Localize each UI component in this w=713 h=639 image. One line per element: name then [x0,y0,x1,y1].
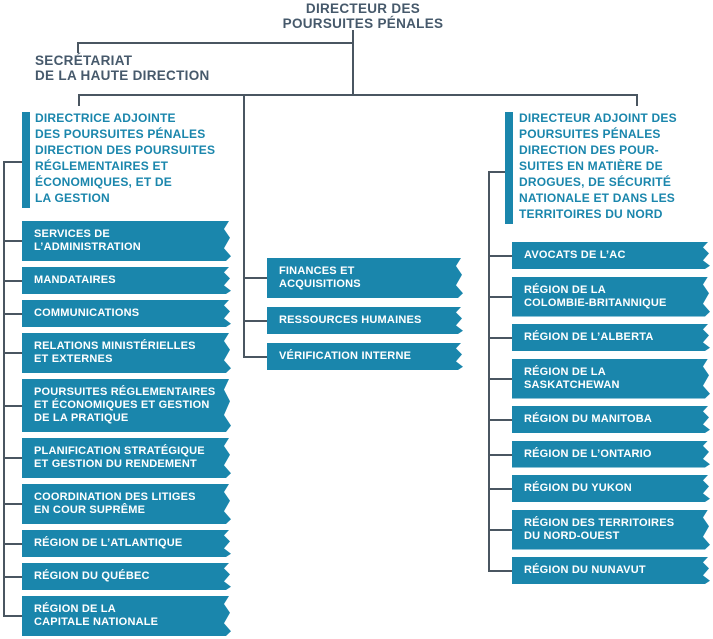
connector-stub [3,503,22,505]
left-deputy-heading: DIRECTRICE ADJOINTE DES POURSUITES PÉNAL… [35,111,216,205]
connector-spine [3,162,5,617]
left-branch-column: SERVICES DE L’ADMINISTRATION MANDATAIRES C… [22,221,231,636]
connector-stub [488,255,512,257]
right-deputy-heading: DIRECTEUR ADJOINT DES POURSUITES PÉNALES… [519,111,677,221]
org-box: RÉGION DES TERRITOIRES DU NORD-OUEST [512,510,710,550]
connector-stub [3,576,22,578]
org-box: RÉGION DU NUNAVUT [512,557,710,584]
org-box: MANDATAIRES [22,267,231,294]
org-box: VÉRIFICATION INTERNE [267,343,463,370]
org-box: RÉGION DE L’ONTARIO [512,441,710,468]
connector-stub [3,543,22,545]
org-box: RÉGION DE L’ALBERTA [512,324,710,351]
connector-stub [488,570,512,572]
line-right-heading-connector [488,171,505,173]
line-secretariat-horizontal [77,42,354,44]
org-box: RÉGION DE L’ATLANTIQUE [22,530,231,557]
chart-title: DIRECTEUR DES POURSUITES PÉNALES [282,1,444,31]
org-box: SERVICES DE L’ADMINISTRATION [22,221,231,261]
connector-stub [488,296,512,298]
org-box: RESSOURCES HUMAINES [267,307,463,334]
org-box: PLANIFICATION STRATÉGIQUE ET GESTION DU … [22,438,231,478]
connector-stub [3,457,22,459]
org-box: RELATIONS MINISTÉRIELLES ET EXTERNES [22,333,231,373]
connector-stub [3,240,22,242]
connector-stub [3,313,22,315]
right-branch-column: AVOCATS DE L’AC RÉGION DE LA COLOMBIE-BRI… [512,242,710,584]
right-deputy-accent-bar [505,112,513,224]
org-box: RÉGION DE LA SASKATCHEWAN [512,359,710,399]
connector-stub [243,277,267,279]
connector-stub [243,356,267,358]
org-box: RÉGION DE LA CAPITALE NATIONALE [22,596,231,636]
line-title-vertical [352,30,354,96]
org-box: RÉGION DE LA COLOMBIE-BRITANNIQUE [512,277,710,317]
connector-stub [3,352,22,354]
org-box: RÉGION DU YUKON [512,475,710,502]
connector-stub [488,378,512,380]
connector-spine [243,96,245,358]
connector-stub [3,405,22,407]
org-box: AVOCATS DE L’AC [512,242,710,269]
central-branch-column: FINANCES ET ACQUISITIONS RESSOURCES HUMAI… [267,258,463,370]
org-box: RÉGION DU MANITOBA [512,406,710,433]
secretariat-label: SECRÉTARIAT DE LA HAUTE DIRECTION [35,53,210,83]
line-secretariat-stub [77,42,79,53]
org-box: RÉGION DU QUÉBEC [22,563,231,590]
connector-stub [3,615,22,617]
left-deputy-accent-bar [22,112,30,208]
connector-spine [488,172,490,572]
org-box: COORDINATION DES LITIGES EN COUR SUPRÊME [22,484,231,524]
connector-stub [488,419,512,421]
line-left-heading-connector [3,161,22,163]
connector-stub [243,320,267,322]
org-box: COMMUNICATIONS [22,300,231,327]
connector-stub [488,529,512,531]
connector-stub [488,454,512,456]
connector-stub [488,337,512,339]
connector-stub [488,488,512,490]
line-left-deputy-stub [78,94,80,106]
line-right-deputy-stub [636,94,638,106]
line-main-horizontal [78,94,638,96]
org-box: FINANCES ET ACQUISITIONS [267,258,463,298]
org-box: POURSUITES RÉGLEMENTAIRES ET ÉCONOMIQUES… [22,379,231,432]
connector-stub [3,280,22,282]
